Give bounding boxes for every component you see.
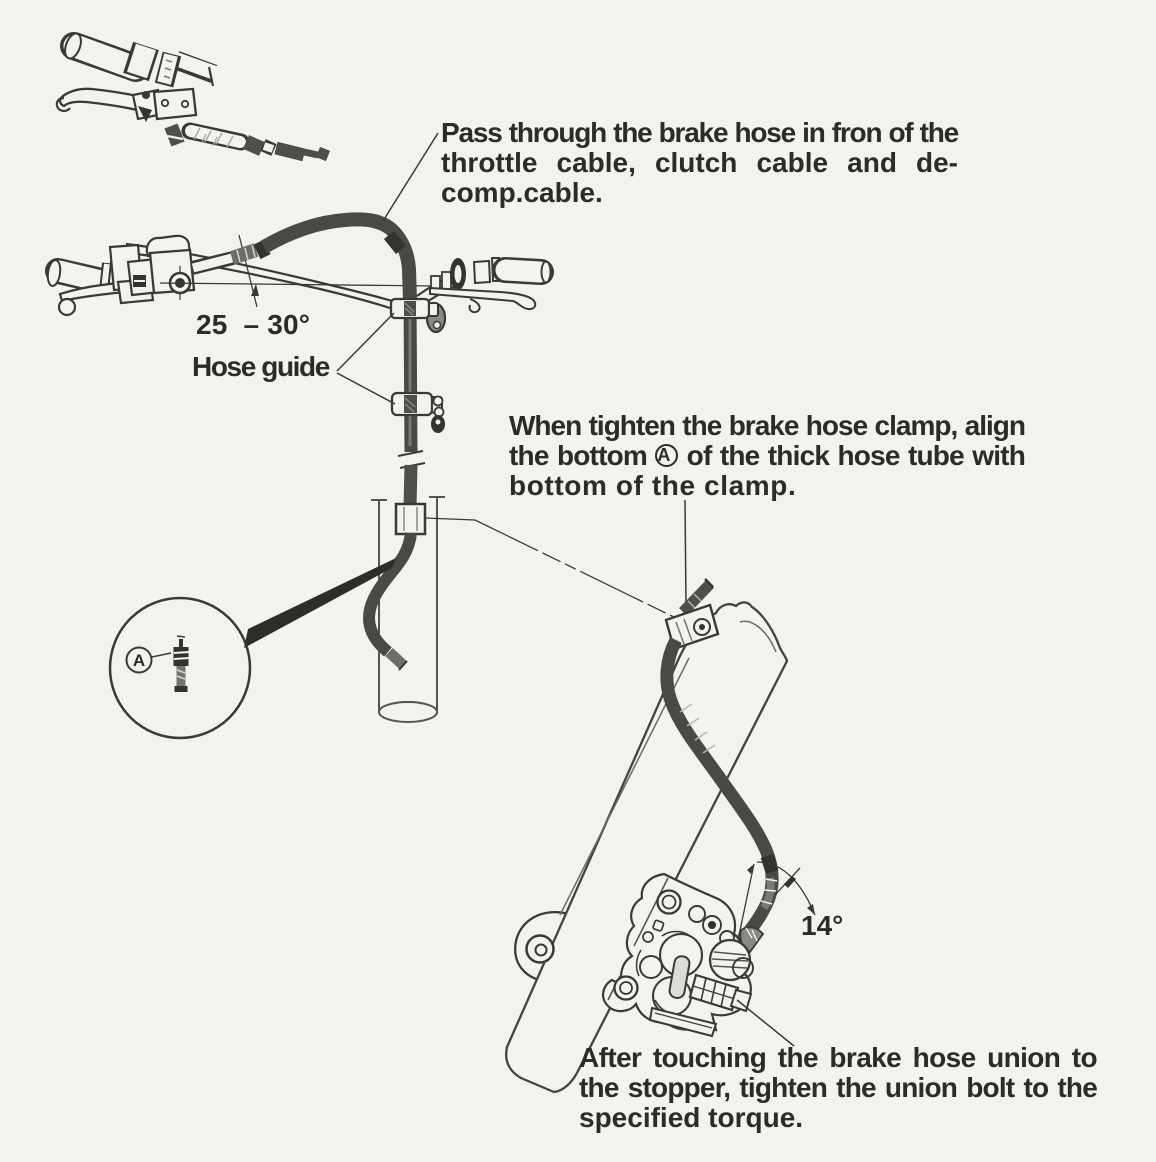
svg-text:A: A xyxy=(133,651,145,670)
